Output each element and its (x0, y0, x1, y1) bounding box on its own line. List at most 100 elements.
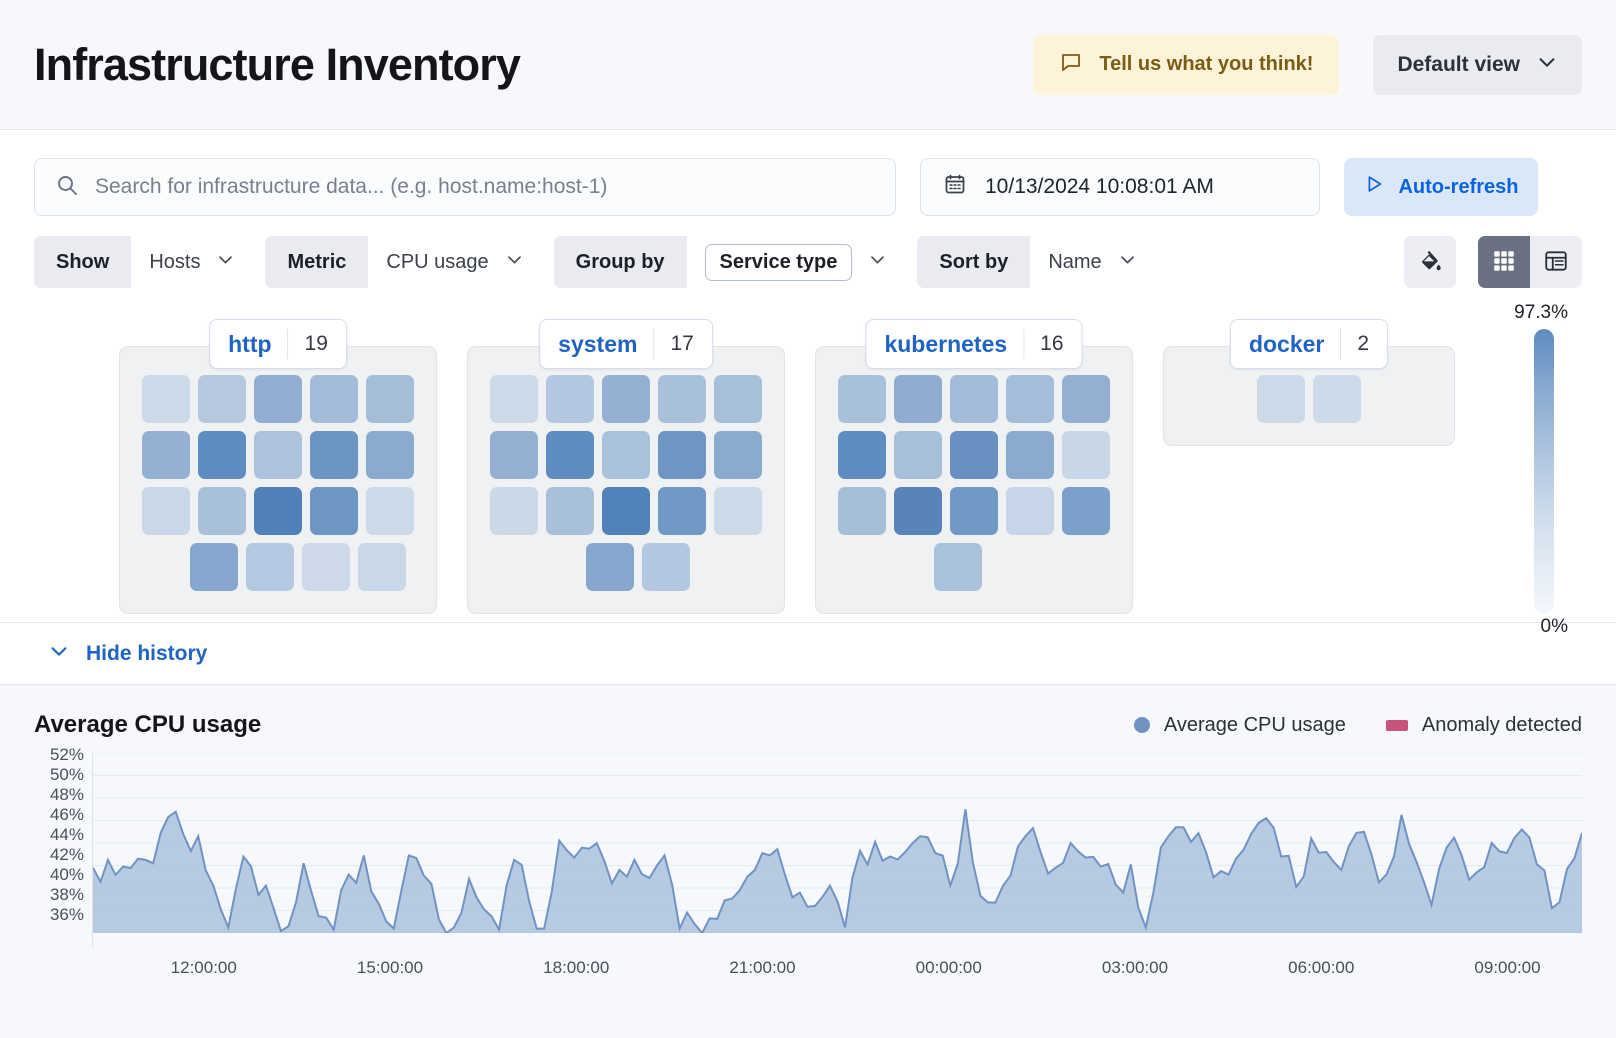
filter-metric-label: Metric (265, 236, 369, 288)
waffle-tile[interactable] (546, 375, 594, 423)
waffle-tile[interactable] (894, 375, 942, 423)
page-header: Infrastructure Inventory Tell us what yo… (0, 0, 1616, 130)
chevron-down-icon (505, 250, 524, 275)
waffle-tile[interactable] (894, 487, 942, 535)
filter-show-select[interactable]: Hosts (131, 236, 252, 288)
legend-gradient-bar (1534, 329, 1554, 614)
filter-metric: Metric CPU usage (265, 236, 540, 288)
waffle-tile[interactable] (546, 431, 594, 479)
legend-item-average-cpu-usage[interactable]: Average CPU usage (1133, 713, 1346, 737)
waffle-tile[interactable] (1062, 487, 1110, 535)
waffle-tile[interactable] (1313, 375, 1361, 423)
waffle-tile[interactable] (894, 431, 942, 479)
waffle-tile[interactable] (198, 431, 246, 479)
x-tick-label: 03:00:00 (1101, 958, 1169, 977)
waffle-tile[interactable] (838, 487, 886, 535)
waffle-tile[interactable] (658, 375, 706, 423)
search-row: Search for infrastructure data... (e.g. … (34, 158, 1582, 216)
waffle-tile[interactable] (1257, 375, 1305, 423)
search-input[interactable]: Search for infrastructure data... (e.g. … (34, 158, 896, 216)
group-separator (1340, 329, 1342, 359)
waffle-tile[interactable] (310, 375, 358, 423)
waffle-tile[interactable] (1062, 431, 1110, 479)
legend-item-anomaly-detected[interactable]: Anomaly detected (1385, 714, 1582, 737)
waffle-tile[interactable] (198, 375, 246, 423)
chart-header: Average CPU usage Average CPU usage Anom… (34, 711, 1582, 739)
waffle-tile[interactable] (310, 431, 358, 479)
waffle-tile[interactable] (366, 487, 414, 535)
waffle-tile[interactable] (254, 431, 302, 479)
waffle-row (142, 375, 414, 423)
waffle-tile[interactable] (586, 543, 634, 591)
waffle-tile[interactable] (302, 543, 350, 591)
waffle-tile[interactable] (714, 375, 762, 423)
legend-max-label: 97.3% (1514, 302, 1568, 323)
chart-plot-area[interactable] (92, 752, 1582, 948)
waffle-tile[interactable] (714, 431, 762, 479)
waffle-tile[interactable] (950, 487, 998, 535)
waffle-tile[interactable] (246, 543, 294, 591)
waffle-tile[interactable] (602, 375, 650, 423)
waffle-tile[interactable] (934, 543, 982, 591)
grid-view-toggle[interactable] (1478, 236, 1530, 288)
default-view-button[interactable]: Default view (1373, 34, 1582, 95)
waffle-tile[interactable] (838, 375, 886, 423)
legend-color-button[interactable] (1404, 236, 1456, 288)
auto-refresh-button[interactable]: Auto-refresh (1344, 158, 1538, 216)
waffle-tile[interactable] (950, 375, 998, 423)
waffle-tile[interactable] (490, 375, 538, 423)
waffle-tile[interactable] (310, 487, 358, 535)
waffle-tile[interactable] (1006, 431, 1054, 479)
waffle-tile[interactable] (198, 487, 246, 535)
filter-group-by-select[interactable]: Service type (686, 236, 904, 288)
date-picker[interactable]: 10/13/2024 10:08:01 AM (920, 158, 1320, 216)
waffle-tile[interactable] (658, 431, 706, 479)
waffle-row (142, 543, 414, 591)
waffle-tile[interactable] (602, 487, 650, 535)
waffle-tile[interactable] (190, 543, 238, 591)
waffle-tile[interactable] (838, 431, 886, 479)
waffle-row (490, 487, 762, 535)
waffle-tile[interactable] (714, 487, 762, 535)
waffle-tile[interactable] (490, 487, 538, 535)
waffle-tile[interactable] (254, 487, 302, 535)
legend-min-label: 0% (1540, 616, 1568, 637)
waffle-tile[interactable] (658, 487, 706, 535)
waffle-tile[interactable] (1006, 375, 1054, 423)
waffle-tile[interactable] (490, 431, 538, 479)
waffle-tile[interactable] (358, 543, 406, 591)
waffle-tile[interactable] (642, 543, 690, 591)
waffle-tile[interactable] (602, 431, 650, 479)
legend-dot-icon (1133, 717, 1150, 733)
color-scale-legend: 97.3% 0% (1460, 302, 1570, 638)
filter-sort-by-select[interactable]: Name (1030, 236, 1153, 288)
hide-history-button[interactable]: Hide history (34, 640, 207, 668)
waffle-row (490, 431, 762, 479)
group-separator (653, 329, 655, 359)
waffle-row (142, 487, 414, 535)
legend-label-average-cpu-usage: Average CPU usage (1163, 713, 1346, 736)
x-tick-label: 18:00:00 (543, 958, 610, 977)
waffle-tile[interactable] (254, 375, 302, 423)
filter-metric-select[interactable]: CPU usage (368, 236, 540, 288)
x-tick-label: 15:00:00 (356, 958, 424, 977)
waffle-tile[interactable] (1006, 487, 1054, 535)
waffle-tile[interactable] (366, 375, 414, 423)
waffle-tile[interactable] (546, 487, 594, 535)
group-separator (1023, 329, 1025, 359)
waffle-tile[interactable] (950, 431, 998, 479)
feedback-button[interactable]: Tell us what you think! (1033, 34, 1340, 95)
x-tick-label: 00:00:00 (915, 958, 982, 977)
table-view-toggle[interactable] (1530, 236, 1582, 288)
waffle-tile[interactable] (1062, 375, 1110, 423)
waffle-tile[interactable] (142, 431, 190, 479)
waffle-tile[interactable] (142, 487, 190, 535)
waffle-tile[interactable] (366, 431, 414, 479)
filter-group-by-value: Service type (704, 243, 853, 281)
waffle-tile[interactable] (142, 375, 190, 423)
waffle-row (838, 431, 1110, 479)
